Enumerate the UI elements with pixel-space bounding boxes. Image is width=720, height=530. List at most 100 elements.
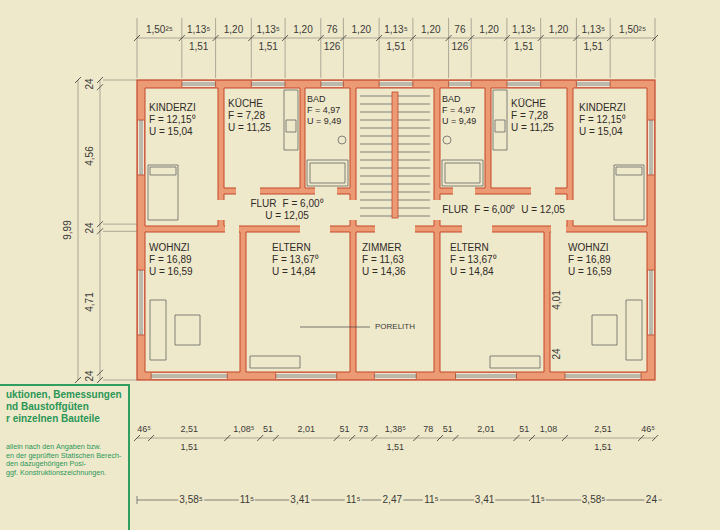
room-area: BADF = 4,97U = 9,49 bbox=[440, 88, 485, 158]
dimension-label: 1,13⁵ bbox=[255, 25, 281, 35]
dimension-label: 1,08 bbox=[539, 425, 559, 434]
dimension-label: 1,13⁵ bbox=[580, 25, 606, 35]
area-value: F = 6,00⁰ bbox=[474, 204, 515, 216]
perimeter-value: U = 15,04 bbox=[149, 126, 193, 138]
perimeter-value: U = 15,04 bbox=[579, 126, 623, 138]
dimension-label: 24 bbox=[85, 77, 95, 90]
room-name: BAD bbox=[307, 94, 326, 105]
dimension-line bbox=[137, 438, 655, 439]
approval-stamp: uktionen, Bemessungennd Baustoffgütenr e… bbox=[0, 384, 130, 530]
dimension-line bbox=[137, 496, 662, 504]
material-note: PORELITH bbox=[374, 323, 416, 331]
perimeter-value: U = 16,59 bbox=[149, 266, 193, 278]
stair-wall bbox=[392, 92, 398, 218]
stamp-heading: uktionen, Bemessungen bbox=[6, 389, 122, 401]
dimension-label: 2,01 bbox=[296, 425, 316, 434]
room-area: ZIMMERF = 11,63U = 14,36 bbox=[356, 232, 434, 318]
dimension-label: 1,20 bbox=[351, 25, 372, 35]
dimension-label: 3,41 bbox=[289, 495, 310, 505]
perimeter-value: U = 11,25 bbox=[228, 122, 271, 134]
dimension-label: 46⁵ bbox=[640, 425, 656, 434]
perimeter-value: U = 16,59 bbox=[568, 266, 612, 278]
dimension-label: 4,56 bbox=[85, 145, 95, 166]
wash-basin bbox=[443, 136, 451, 144]
dimension-label: 9,99 bbox=[63, 219, 73, 240]
room-area: ELTERNF = 13,67⁰U = 14,84 bbox=[246, 232, 350, 320]
room-name: KÜCHE bbox=[511, 98, 546, 110]
perimeter-value: U = 12,05 bbox=[521, 204, 565, 216]
dimension-label: 3,58⁵ bbox=[581, 495, 607, 505]
dimension-label: 24 bbox=[85, 370, 95, 383]
dimension-label: 2,01 bbox=[476, 425, 496, 434]
perimeter-value: U = 14,36 bbox=[362, 266, 406, 278]
perimeter-value: U = 11,25 bbox=[511, 122, 554, 134]
dimension-label: 2,47 bbox=[382, 495, 403, 505]
area-value: F = 11,63 bbox=[362, 254, 404, 266]
dimension-label: 1,51 bbox=[385, 42, 406, 52]
dimension-label: 1,51 bbox=[386, 443, 406, 452]
room-area: KÜCHEF = 7,28U = 11,25 bbox=[507, 88, 567, 188]
stamp-note: ggf. Konstruktionszeichnungen. bbox=[6, 469, 106, 478]
furniture bbox=[148, 90, 644, 368]
dimension-label: 1,13⁵ bbox=[186, 25, 212, 35]
perimeter-value: U = 9,49 bbox=[307, 116, 341, 127]
area-value: F = 4,97 bbox=[307, 105, 340, 116]
stair-steps bbox=[360, 96, 430, 216]
area-value: F = 7,28 bbox=[511, 110, 548, 122]
dimension-label: 1,51 bbox=[513, 42, 534, 52]
area-value: F = 4,97 bbox=[442, 105, 475, 116]
dimension-tick bbox=[134, 435, 658, 441]
room-name: FLUR bbox=[442, 204, 468, 216]
dimension-label: 73 bbox=[357, 425, 369, 434]
room-floor bbox=[145, 88, 647, 372]
room-area: ELTERNF = 13,67⁰U = 14,84 bbox=[440, 232, 544, 320]
stamp-heading: r einzelnen Bauteile bbox=[6, 413, 100, 425]
room-area: WOHNZIF = 16,89U = 16,59 bbox=[145, 232, 240, 298]
dimension-label: 1,38⁵ bbox=[384, 425, 407, 434]
area-value: F = 16,89 bbox=[149, 254, 192, 266]
stamp-heading: nd Baustoffgüten bbox=[6, 401, 89, 413]
dimension-label: 11⁵ bbox=[529, 495, 546, 505]
dimension-label: 1,20 bbox=[223, 25, 244, 35]
dimension-label: 78 bbox=[422, 425, 434, 434]
dimension-label: 46⁵ bbox=[136, 425, 152, 434]
dimension-label: 1,13⁵ bbox=[511, 25, 537, 35]
dimension-label: 1,13⁵ bbox=[383, 25, 409, 35]
area-value: F = 6,00⁰ bbox=[283, 198, 324, 210]
stamp-note: allein nach den Angaben bzw. bbox=[6, 443, 101, 452]
room-name: KINDERZI bbox=[149, 102, 196, 114]
dimension-label: 51 bbox=[262, 425, 274, 434]
dimension-label: 1,20 bbox=[420, 25, 441, 35]
dimension-label: 11⁵ bbox=[423, 495, 440, 505]
room-name: FLUR bbox=[250, 198, 276, 210]
dimension-label: 4,71 bbox=[85, 291, 95, 312]
room-name: BAD bbox=[442, 94, 461, 105]
dimension-label: 11⁵ bbox=[239, 495, 256, 505]
window bbox=[138, 81, 655, 380]
room-name: KINDERZI bbox=[579, 102, 626, 114]
dimension-label: 2,51 bbox=[593, 425, 613, 434]
dimension-label: 51 bbox=[338, 425, 350, 434]
dimension-tick bbox=[134, 35, 658, 41]
dimension-label: 24 bbox=[85, 221, 95, 234]
dimension-label: 126 bbox=[451, 42, 470, 52]
dimension-label: 11⁵ bbox=[345, 495, 362, 505]
room-area: BADF = 4,97U = 9,49 bbox=[305, 88, 350, 158]
dimension-label: 126 bbox=[323, 42, 342, 52]
perimeter-value: U = 14,84 bbox=[450, 266, 494, 278]
dimension-label: 4,01 bbox=[552, 289, 562, 310]
area-value: F = 13,67⁰ bbox=[450, 254, 497, 266]
dimension-label: 1,50²⁵ bbox=[618, 25, 647, 35]
area-value: F = 13,67⁰ bbox=[272, 254, 319, 266]
perimeter-value: U = 12,05 bbox=[265, 210, 309, 222]
dimension-label: 1,50²⁵ bbox=[145, 25, 174, 35]
dimension-label: 1,51 bbox=[179, 443, 199, 452]
dimension-label: 3,41 bbox=[474, 495, 495, 505]
room-name: ELTERN bbox=[272, 242, 311, 254]
room-name: KÜCHE bbox=[228, 98, 263, 110]
area-value: F = 12,15⁰ bbox=[149, 114, 196, 126]
dimension-tick bbox=[75, 77, 103, 383]
dimension-label: 76 bbox=[326, 25, 339, 35]
